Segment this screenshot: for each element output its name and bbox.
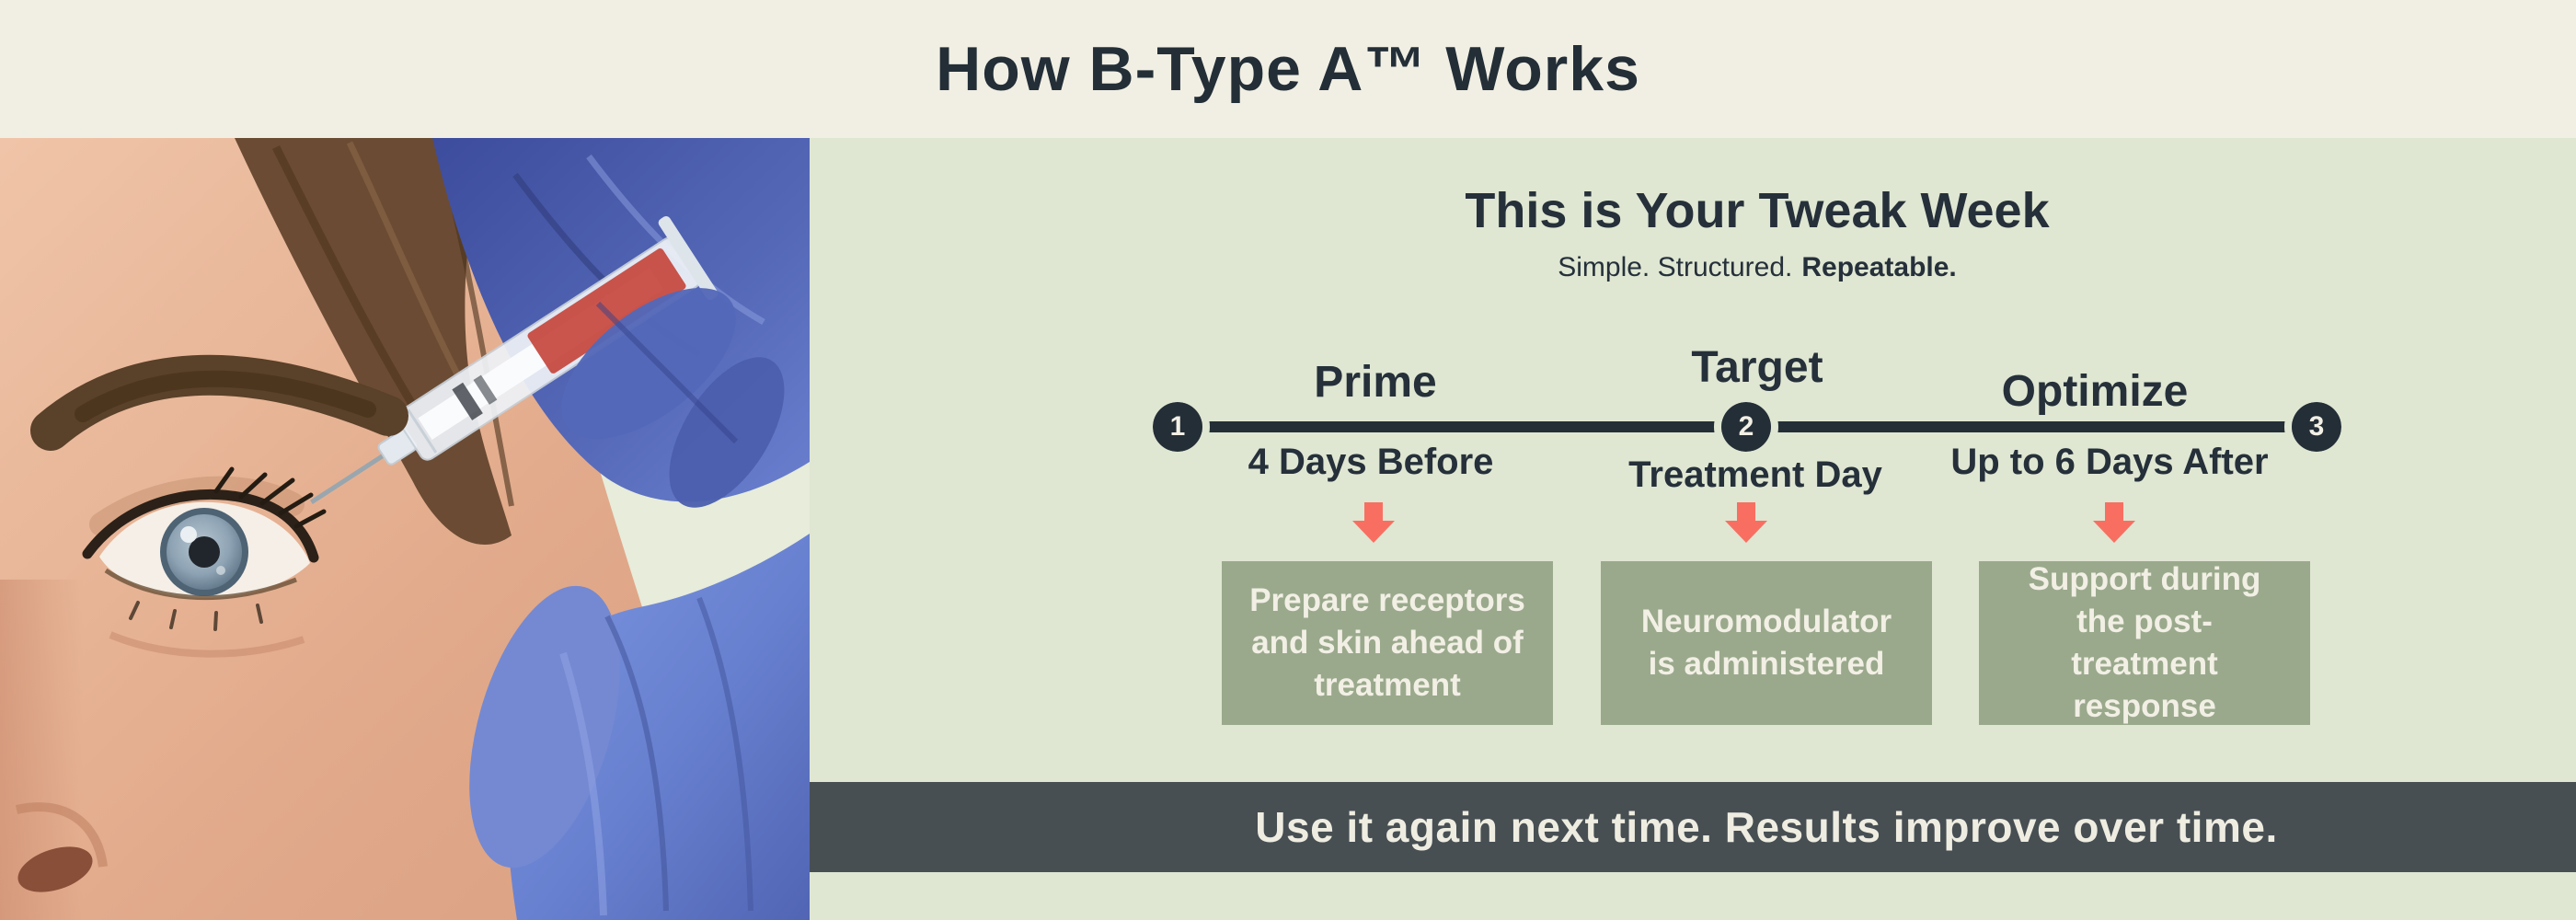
photo-lower-lashes: [129, 601, 263, 631]
treatment-photo: [0, 138, 810, 920]
photo-eyebrow-shading: [75, 370, 376, 422]
step-description: Neuromodulator is administered: [1640, 604, 1892, 682]
step-description: Prepare receptors and skin ahead of trea…: [1249, 582, 1525, 703]
subtitle-regular: Simple. Structured.: [1558, 252, 1793, 282]
down-arrow-icon: [1352, 502, 1395, 543]
step-description-box-3: Support during the post-treatment respon…: [1979, 561, 2310, 725]
photo-lashes: [213, 466, 327, 529]
photo-glove-crease: [604, 615, 669, 912]
photo-nose-wing: [15, 802, 108, 868]
title-band: How B-Type A™ Works: [0, 0, 2576, 138]
timing-label-1: 4 Days Before: [1248, 442, 1494, 482]
timeline-marker-number: 1: [1169, 411, 1186, 442]
stage-label-target: Target: [1691, 343, 1823, 392]
timing-label-3: Up to 6 Days After: [1950, 442, 2269, 482]
panel-heading-block: This is Your Tweak Week Simple. Structur…: [929, 182, 2576, 283]
timeline-marker-number: 2: [1738, 411, 1754, 442]
photo-glove-finger: [469, 585, 620, 868]
down-arrow-head: [1352, 521, 1395, 543]
panel-heading: This is Your Tweak Week: [1465, 183, 2050, 238]
photo-pupil: [189, 536, 220, 568]
step-description-box-2: Neuromodulator is administered: [1601, 561, 1932, 725]
footer-bar: Use it again next time. Results improve …: [810, 782, 2576, 872]
photo-eye-highlight: [180, 526, 197, 543]
tweak-week-panel: This is Your Tweak Week Simple. Structur…: [810, 138, 2576, 920]
step-description: Support during the post-treatment respon…: [2028, 561, 2261, 724]
down-arrow-head: [1725, 521, 1767, 543]
syringe-flange: [658, 216, 719, 301]
photo-glove-highlight: [559, 651, 607, 916]
timeline-marker-1: 1: [1145, 395, 1210, 459]
photo-nostril: [17, 846, 93, 892]
down-arrow-icon: [1725, 502, 1767, 543]
photo-glove-crease: [595, 301, 739, 444]
down-arrow-head: [2093, 521, 2135, 543]
timeline-marker-2: 2: [1714, 395, 1778, 459]
stage-label-optimize: Optimize: [2001, 367, 2189, 416]
syringe-marking: [452, 382, 483, 420]
syringe-rib: [407, 408, 438, 454]
down-arrow-stem: [1737, 502, 1755, 521]
timeline-marker-3: 3: [2284, 395, 2349, 459]
photo-undereye-crease: [109, 631, 305, 658]
photo-glove-crease: [696, 596, 753, 912]
treatment-photo-illustration: [0, 138, 810, 920]
subtitle-bold: Repeatable.: [1801, 252, 1957, 282]
step-description-box-1: Prepare receptors and skin ahead of trea…: [1222, 561, 1553, 725]
photo-lower-lashline: [104, 568, 297, 601]
footer-text: Use it again next time. Results improve …: [1255, 803, 2278, 851]
photo-eye-highlight: [216, 566, 225, 575]
photo-glove-thumb: [561, 288, 736, 439]
panel-subtitle: Simple. Structured. Repeatable.: [929, 252, 2576, 283]
syringe-needle: [310, 453, 386, 504]
down-arrow-stem: [1364, 502, 1383, 521]
page-title: How B-Type A™ Works: [936, 34, 1640, 104]
down-arrow-stem: [2105, 502, 2123, 521]
stage-label-prime: Prime: [1314, 358, 1437, 407]
photo-eye-iris-group: [160, 508, 248, 596]
syringe-marking: [473, 374, 498, 405]
down-arrow-icon: [2093, 502, 2135, 543]
timing-label-2: Treatment Day: [1628, 454, 1882, 495]
timeline-marker-number: 3: [2308, 411, 2325, 442]
